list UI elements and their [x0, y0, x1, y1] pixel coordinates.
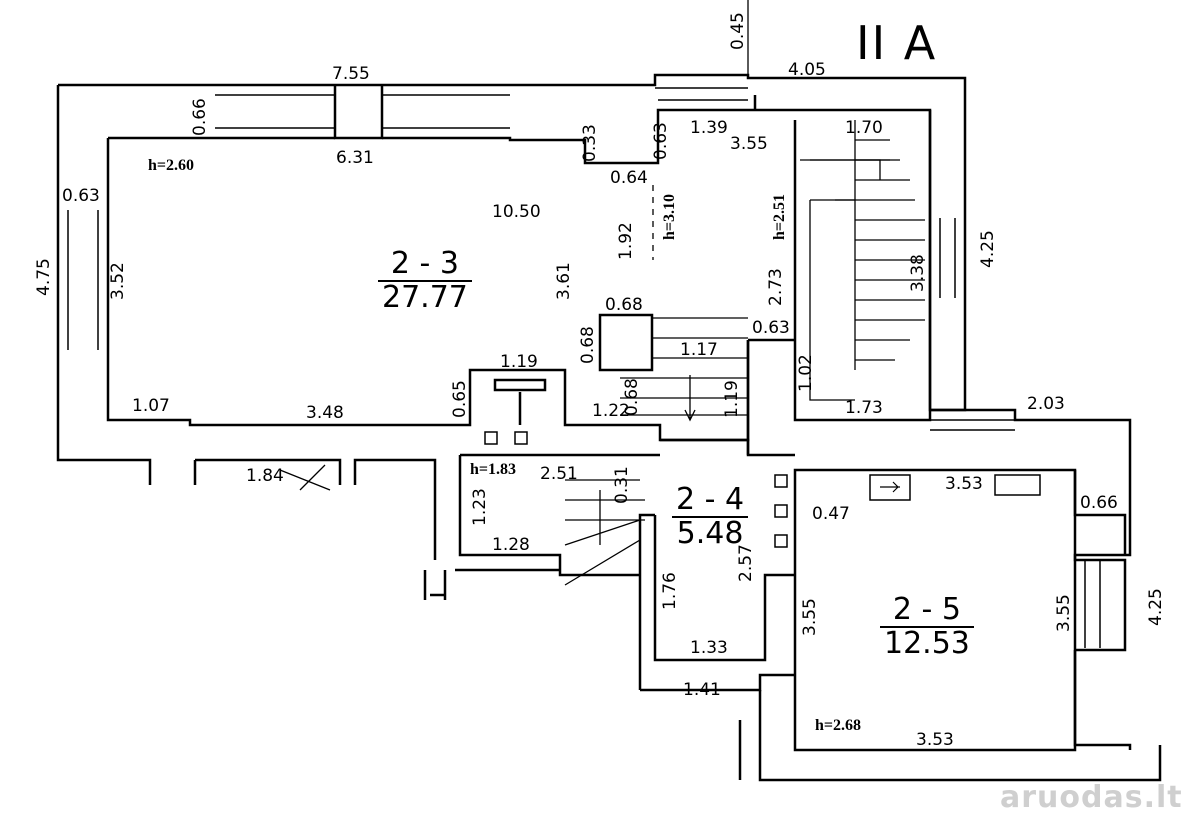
- dimension: 3.55: [730, 134, 768, 154]
- watermark: aruodas.lt: [1000, 780, 1183, 815]
- vent-1: [484, 431, 498, 445]
- wall-outer-north: [58, 73, 967, 215]
- dimension: 1.19: [722, 380, 742, 418]
- dimension: 1.33: [690, 638, 728, 658]
- dimension: 1.17: [680, 340, 718, 360]
- dimension: 1.02: [796, 354, 816, 392]
- wall-lower-left: [193, 458, 437, 560]
- window-north-2: [655, 87, 748, 101]
- dimension: 4.25: [978, 230, 998, 268]
- dimension: 1.76: [660, 572, 680, 610]
- dimension: 1.39: [690, 118, 728, 138]
- vent-5: [774, 534, 788, 548]
- dimension: 1.28: [492, 535, 530, 555]
- dimension: 2.57: [736, 544, 756, 582]
- dimension: 3.53: [916, 730, 954, 750]
- dimension: 0.65: [450, 380, 470, 418]
- wall-column: [598, 313, 654, 372]
- dimension: 7.55: [332, 64, 370, 84]
- window-east-stair: [939, 218, 956, 298]
- dimension: 0.68: [605, 295, 643, 315]
- wall-room-2-5-south: [758, 650, 1162, 782]
- height-label: h=2.68: [815, 717, 862, 734]
- dimension: 0.31: [612, 466, 632, 504]
- dimension: 0.66: [1080, 493, 1118, 513]
- dimension: 0.63: [752, 318, 790, 338]
- dimension: 3.48: [306, 403, 344, 423]
- wall-room-2-5: [793, 468, 1077, 752]
- dimension: 1.84: [246, 466, 284, 486]
- dimension: 1.19: [500, 352, 538, 372]
- window-north-1: [215, 94, 510, 129]
- dimension: 3.55: [800, 598, 820, 636]
- dimension: 10.50: [492, 202, 541, 222]
- dimension: 0.63: [651, 122, 671, 160]
- window-west: [67, 210, 99, 350]
- vent-2: [514, 431, 528, 445]
- room-area: 5.48: [672, 515, 749, 550]
- wall-outer-west: [56, 85, 152, 485]
- room-2-3-label: 2 - 3 27.77: [378, 248, 472, 313]
- dimension: 1.92: [616, 222, 636, 260]
- dimension: 2.73: [766, 268, 786, 306]
- vent-4: [774, 504, 788, 518]
- height-label: h=2.51: [771, 193, 788, 240]
- room-2-4-label: 2 - 4 5.48: [672, 482, 749, 550]
- dimension: 0.68: [622, 378, 642, 416]
- dimension: 0.47: [812, 504, 850, 524]
- dimension: 0.63: [62, 186, 100, 206]
- height-label: h=2.60: [148, 157, 195, 174]
- wall-stair-east: [928, 215, 967, 412]
- dimension: 0.33: [580, 124, 600, 162]
- wall-small-room: [458, 453, 660, 577]
- dimension: 4.05: [788, 60, 826, 80]
- dimension: 0.64: [610, 168, 648, 188]
- dimension: 3.38: [908, 254, 928, 292]
- room-2-5-label: 2 - 5 12.53: [880, 594, 974, 659]
- dimension: 1.41: [683, 680, 721, 700]
- dimension: 4.75: [34, 258, 54, 296]
- section-title: II A: [856, 16, 938, 70]
- height-label: h=1.83: [470, 461, 517, 478]
- wall-room-2-4: [638, 513, 795, 692]
- dimension: 2.03: [1027, 394, 1065, 414]
- room-number: 2 - 3: [390, 246, 459, 281]
- dimension: 4.25: [1146, 588, 1166, 626]
- dimension: 0.68: [578, 326, 598, 364]
- room-area: 12.53: [880, 625, 974, 660]
- dimension: 1.73: [845, 398, 883, 418]
- dimension: 3.52: [108, 262, 128, 300]
- wall-inner-north: [108, 95, 932, 215]
- wall-divider: [746, 338, 795, 457]
- window-south-2-5: [930, 419, 1015, 431]
- room-area: 27.77: [378, 279, 472, 314]
- dimension: 1.23: [470, 488, 490, 526]
- dimension: 6.31: [336, 148, 374, 168]
- window-east-2-5: [1084, 560, 1101, 648]
- dimension: 1.70: [845, 118, 883, 138]
- dimension: 1.22: [592, 401, 630, 421]
- dimension: 0.66: [190, 98, 210, 136]
- dimension: 0.45: [728, 12, 748, 50]
- dimension: 3.53: [945, 474, 983, 494]
- wall-room-2-4-top: [660, 438, 750, 455]
- dimension: 3.55: [1054, 594, 1074, 632]
- vent-3: [774, 474, 788, 488]
- wall-lower-stub: [423, 568, 560, 600]
- meter-box: [994, 474, 1041, 496]
- wall-chimney: [333, 85, 384, 140]
- dimension: 1.07: [132, 396, 170, 416]
- wall-room-2-5-outer: [930, 408, 1132, 652]
- room-number: 2 - 4: [676, 482, 745, 517]
- electric-panel: [869, 474, 911, 501]
- niche: [493, 378, 547, 425]
- height-label: h=3.10: [661, 193, 678, 240]
- room-number: 2 - 5: [892, 592, 961, 627]
- dimension: 3.61: [554, 262, 574, 300]
- dimension: 2.51: [540, 464, 578, 484]
